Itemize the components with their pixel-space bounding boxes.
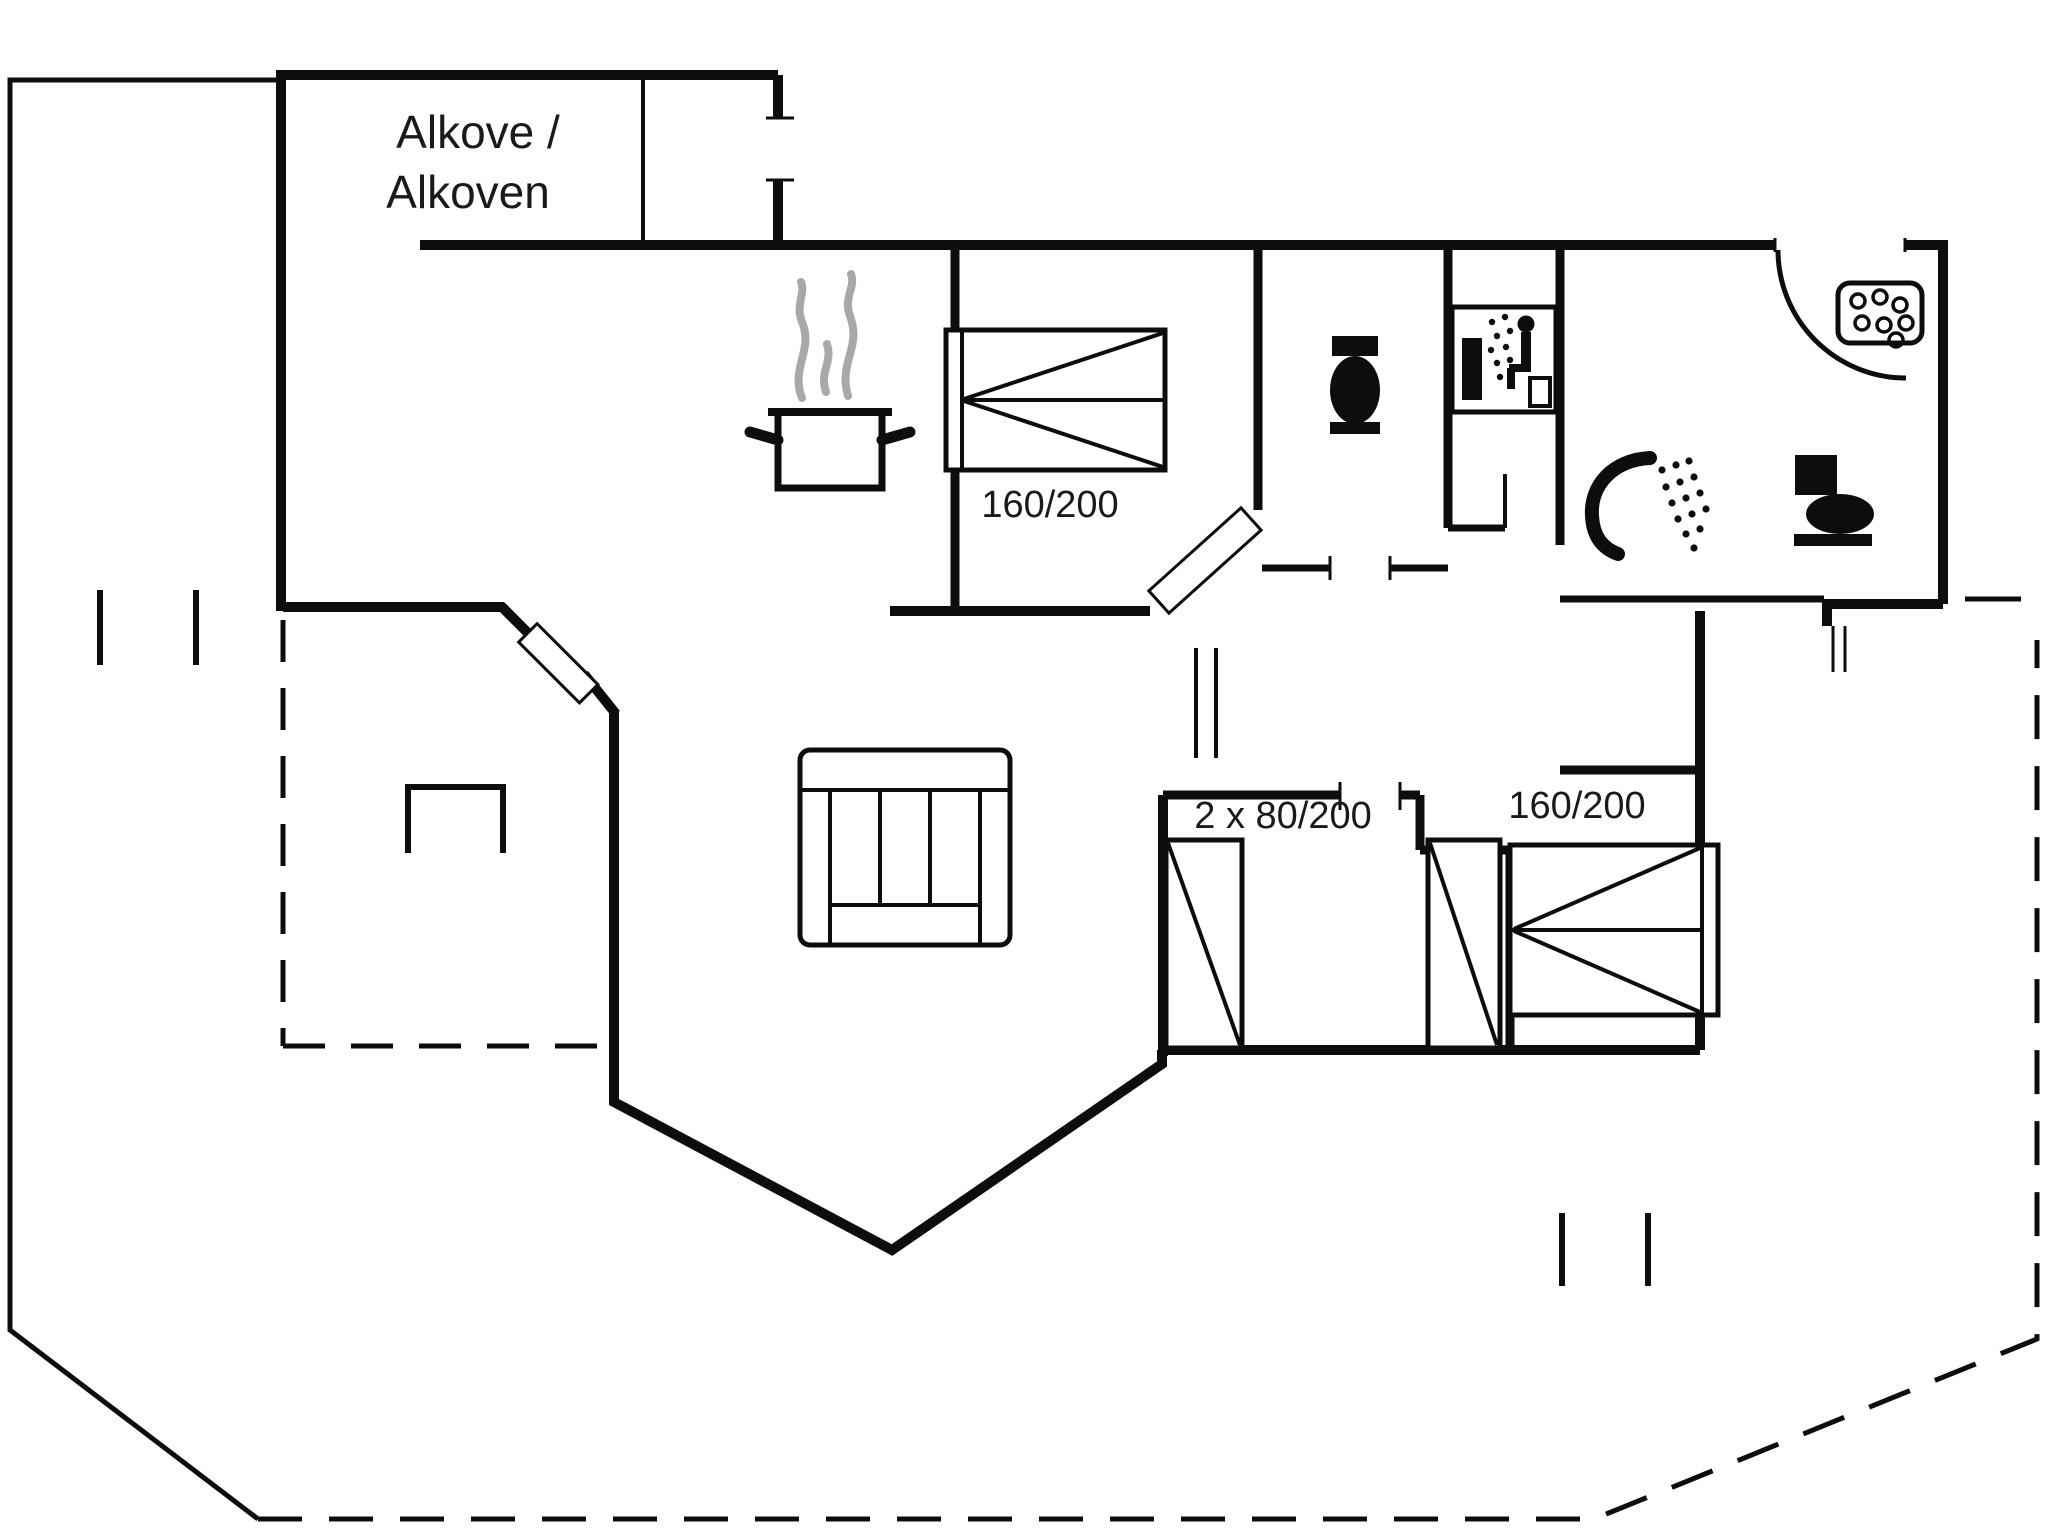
- double-bed-icon: [1507, 842, 1721, 1018]
- terrace-step-marks: [97, 590, 1651, 1286]
- toilet-icon: [1330, 336, 1380, 434]
- door-and-window-marks: [516, 116, 1907, 810]
- bed-size-label: 160/200: [981, 484, 1118, 526]
- whirlpool-icon: [1835, 280, 1925, 349]
- door-leaf-icon: [1146, 505, 1264, 616]
- shower-icon: [1584, 451, 1710, 561]
- door-leaf-icon: [516, 621, 601, 706]
- sauna-pictogram-icon: [1449, 304, 1559, 415]
- steam-icon: [794, 270, 858, 402]
- bed-size-label: 160/200: [1508, 785, 1645, 827]
- single-bed-icon: [1163, 837, 1245, 1051]
- room-label-alcove-line2: Alkoven: [386, 166, 550, 218]
- sofa-icon: [797, 747, 1013, 948]
- bed-size-label: 2 x 80/200: [1194, 795, 1371, 837]
- cooking-pot-icon: [744, 408, 916, 492]
- double-bed-icon: [943, 327, 1168, 473]
- toilet-icon: [1794, 455, 1874, 546]
- single-bed-icon: [1425, 837, 1503, 1051]
- terrace-area: [10, 80, 2037, 1520]
- door-swing-arc-icon: [1775, 249, 1907, 381]
- grill-niche-icon: [405, 784, 506, 853]
- terrace-outline: [7, 77, 2040, 1522]
- room-label-alcove-line1: Alkove /: [396, 106, 560, 158]
